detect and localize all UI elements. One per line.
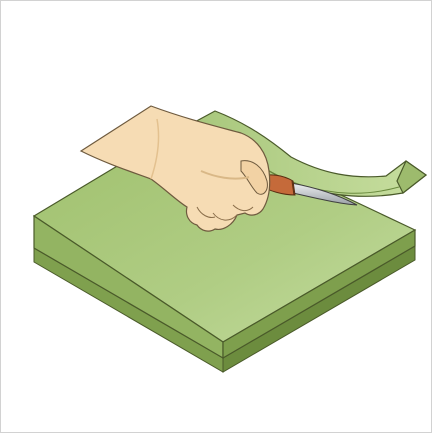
image-frame <box>0 0 432 433</box>
illustration-canvas <box>1 1 432 434</box>
